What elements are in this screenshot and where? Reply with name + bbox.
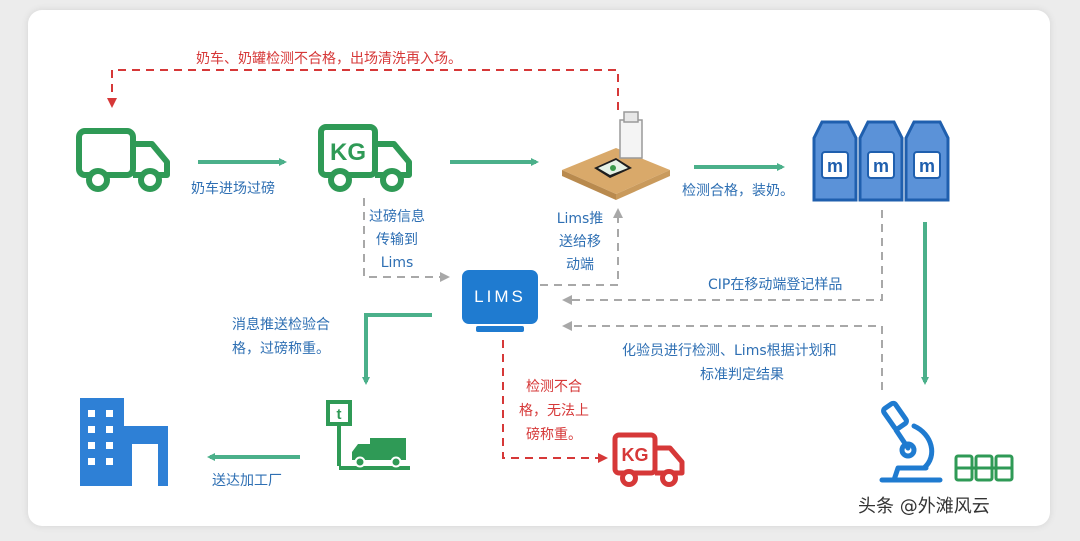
label-fail-2: 格，无法上: [519, 403, 589, 419]
milk-truck-icon: [76, 128, 170, 192]
watermark: 头条 @外滩风云: [858, 496, 990, 517]
mobile-terminal-icon: [562, 111, 670, 200]
kg-label: KG: [330, 139, 366, 166]
label-msg-push-1: 消息推送检验合: [232, 317, 330, 333]
label-lab-test-1: 化验员进行检测、Lims根据计划和: [622, 343, 837, 359]
milk-label-1: m: [827, 156, 843, 176]
label-reject-loop: 奶车、奶罐检测不合格，出场清洗再入场。: [196, 51, 462, 67]
lims-label: LIMS: [474, 287, 526, 306]
arrow-lims-to-mobile: [540, 208, 623, 286]
label-lims-push-3: 动端: [566, 257, 594, 273]
label-fail-1: 检测不合: [526, 379, 582, 395]
milk-tank-icon: m m m: [812, 120, 950, 202]
label-weigh-info-1: 过磅信息: [369, 209, 425, 225]
arrow-cip-to-lims: [562, 210, 883, 305]
rejected-truck-icon: KG: [612, 432, 685, 487]
label-lims-push-2: 送给移: [559, 234, 601, 250]
diagram-card: [28, 10, 1050, 526]
reject-loop-arrow: [107, 69, 619, 110]
rejected-kg-label: KG: [622, 445, 649, 465]
label-cip-register: CIP在移动端登记样品: [708, 277, 843, 293]
factory-building-icon: [80, 398, 168, 486]
microscope-icon: [879, 400, 1014, 483]
label-weigh-info-2: 传输到: [376, 232, 418, 248]
scale-truck-icon: t: [326, 400, 410, 470]
label-lims-push-1: Lims推: [556, 211, 604, 227]
arrow-lims-to-rejected: [502, 340, 608, 463]
scale-t-label: t: [337, 406, 342, 423]
label-fail-3: 磅称重。: [526, 427, 582, 443]
label-deliver: 送达加工厂: [212, 473, 282, 489]
arrow-lims-to-scale-truck: [362, 313, 432, 385]
label-weigh-info-3: Lims: [380, 255, 414, 271]
label-lab-test-2: 标准判定结果: [700, 367, 784, 383]
lims-system-box: LIMS: [462, 270, 538, 324]
milk-label-3: m: [919, 156, 935, 176]
lims-stand: [476, 326, 524, 332]
weighbridge-truck-icon: KG: [318, 124, 412, 192]
arrow-weigh-info-to-lims: [363, 198, 450, 282]
label-msg-push-2: 格，过磅称重。: [232, 341, 330, 357]
milk-label-2: m: [873, 156, 889, 176]
arrow-lab-to-lims: [562, 321, 883, 390]
label-test-pass: 检测合格，装奶。: [682, 183, 794, 199]
label-enter-weigh: 奶车进场过磅: [191, 181, 275, 197]
